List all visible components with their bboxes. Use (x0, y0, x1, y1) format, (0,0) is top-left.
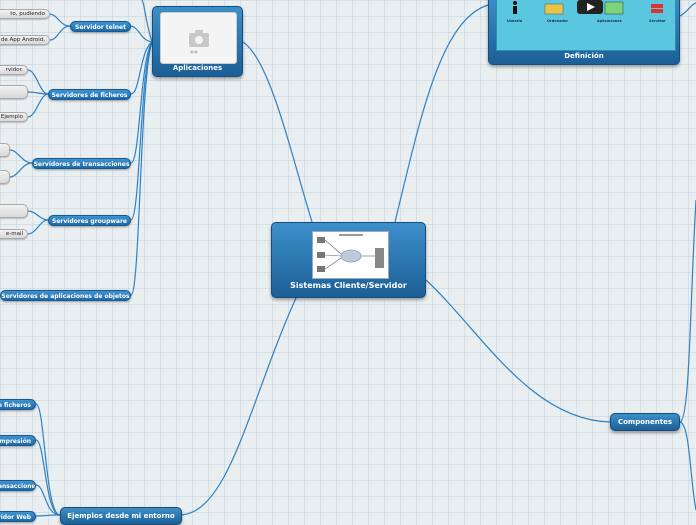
componentes-node[interactable]: Componentes (610, 413, 680, 431)
camera-icon (161, 13, 236, 63)
branch-servidores-objetos[interactable]: Servidores de aplicaciones de objetos (0, 290, 131, 301)
leaf-groupware-2[interactable]: e-mail (0, 229, 28, 239)
ejemplos-node[interactable]: Ejemplos desde mi entorno (60, 507, 182, 525)
leaf-ficheros-3[interactable]: Ejemplo (0, 112, 28, 122)
ejemplo-ficheros[interactable]: e ficheros (0, 399, 36, 410)
leaf-telnet-2[interactable]: de App Android, (0, 35, 50, 45)
branch-servidores-ficheros[interactable]: Servidores de ficheros (48, 89, 131, 100)
leaf-transacciones-1[interactable] (0, 143, 10, 157)
video-thumbnail-graphic (497, 0, 675, 50)
ejemplo-transacciones[interactable]: ransacciones (0, 480, 36, 491)
video-label-usuario: Usuario (507, 19, 522, 23)
video-label-servidor: Servidor (649, 19, 666, 23)
video-label-ordenador: Ordenador (547, 19, 568, 23)
video-label-aplicaciones: Aplicaciones (597, 19, 622, 23)
definicion-title: Definición (489, 52, 679, 60)
branch-servidores-groupware[interactable]: Servidores groupware (48, 215, 131, 226)
definicion-node[interactable]: Usuario Ordenador Aplicaciones Servidor … (488, 0, 680, 65)
aplicaciones-title: Aplicaciones (153, 64, 242, 72)
definicion-video[interactable]: Usuario Ordenador Aplicaciones Servidor (496, 0, 676, 51)
branch-servidor-telnet[interactable]: Servidor telnet (70, 21, 131, 32)
componentes-title: Componentes (618, 418, 672, 426)
network-diagram-graphic (313, 232, 388, 278)
central-node[interactable]: Sistemas Cliente/Servidor (271, 222, 426, 298)
branch-servidores-transacciones[interactable]: Servidores de transacciones (32, 158, 131, 169)
leaf-telnet-1[interactable]: to, pudiendo (0, 9, 50, 19)
aplicaciones-image (160, 12, 237, 64)
central-title: Sistemas Cliente/Servidor (272, 281, 425, 290)
aplicaciones-node[interactable]: Aplicaciones (152, 6, 243, 77)
leaf-transacciones-2[interactable] (0, 170, 10, 184)
leaf-ficheros-2[interactable] (0, 85, 28, 99)
ejemplo-impresion[interactable]: impresión (0, 435, 36, 446)
ejemplos-title: Ejemplos desde mi entorno (67, 512, 174, 520)
leaf-groupware-1[interactable] (0, 204, 28, 218)
ejemplo-servidor-web[interactable]: vidor Web (0, 511, 36, 522)
leaf-ficheros-1[interactable]: rvidor. (0, 65, 28, 75)
network-diagram-image (312, 231, 389, 279)
